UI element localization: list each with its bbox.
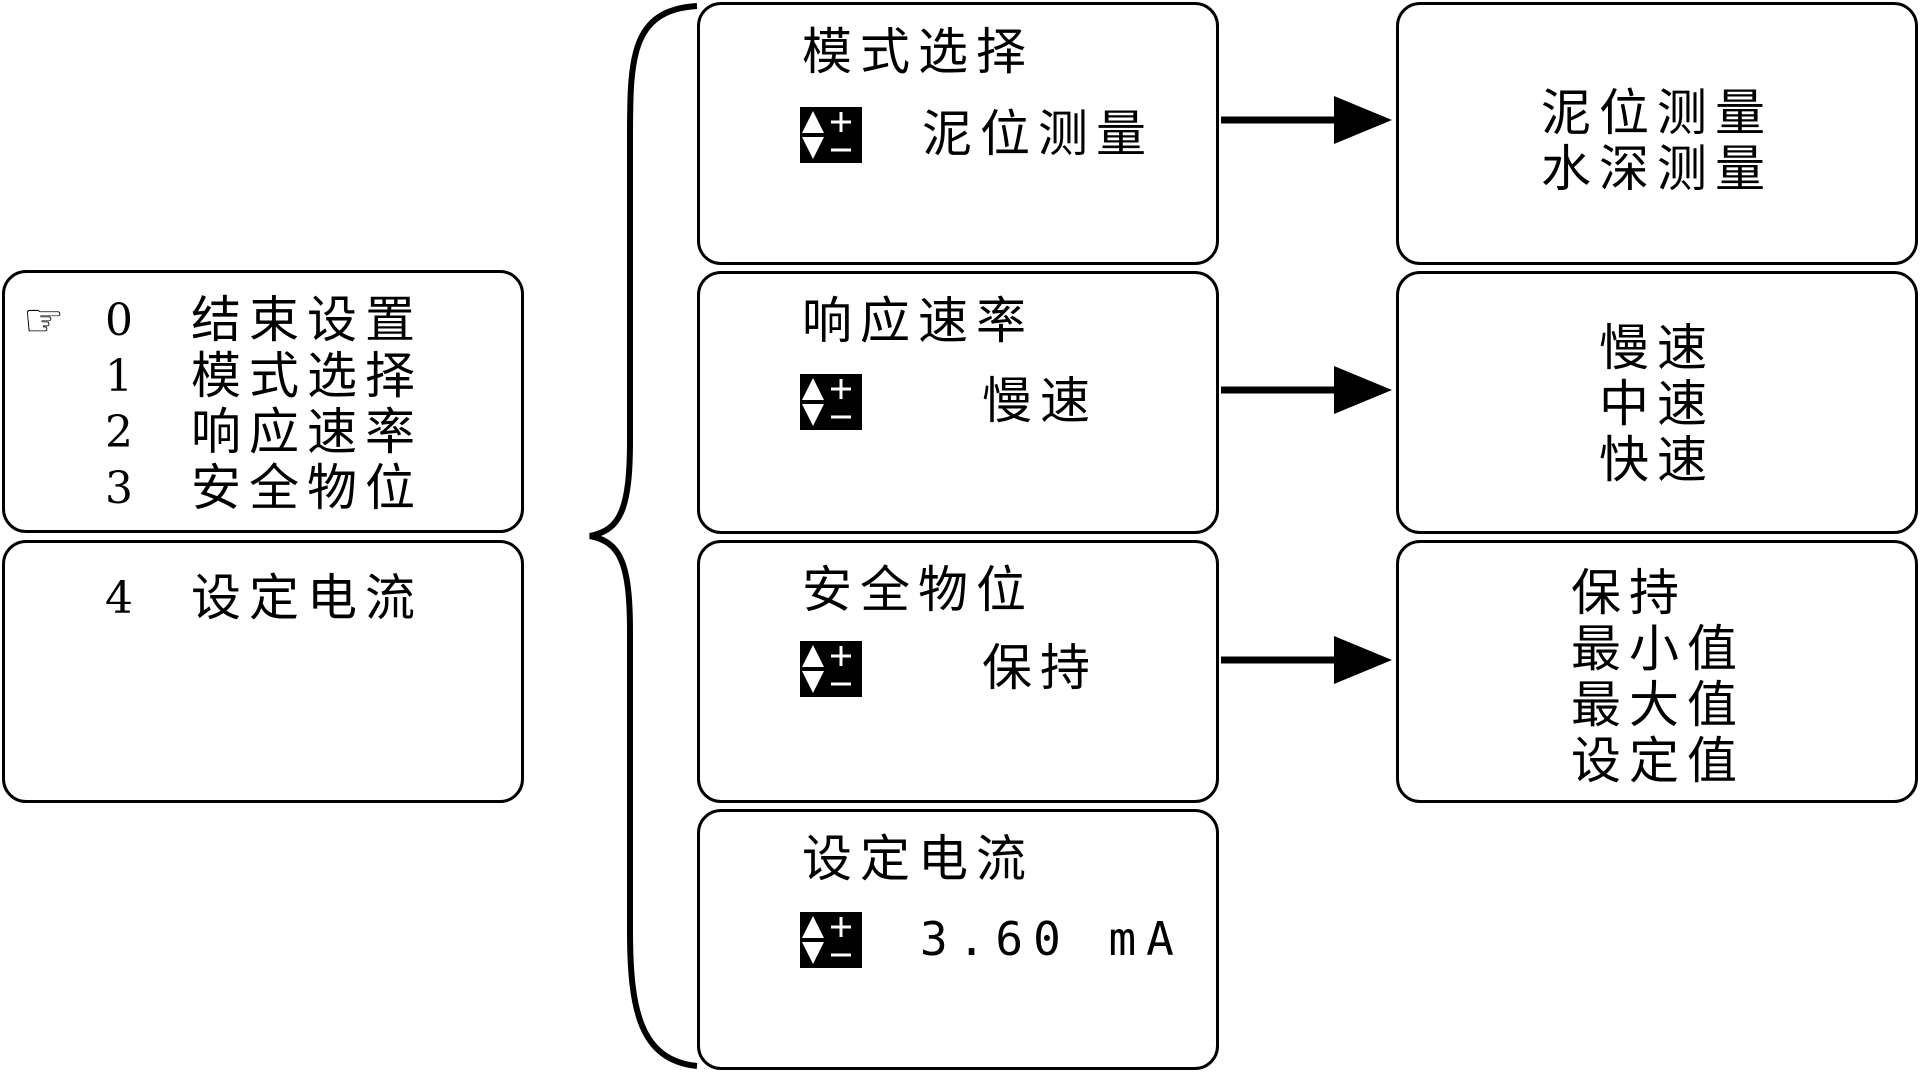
panel-title: 模式选择	[802, 23, 1034, 81]
option-item[interactable]: 设定值	[1571, 732, 1745, 790]
up-down-plus-minus-icon[interactable]	[800, 641, 862, 697]
option-item[interactable]: 最大值	[1571, 676, 1745, 734]
setting-panel-response: 响应速率 慢速	[697, 271, 1219, 534]
menu-item-end-setup[interactable]: 结束设置	[191, 291, 423, 349]
option-item[interactable]: 中速	[1599, 375, 1715, 433]
panel-value: 3.60 mA	[920, 912, 1184, 966]
menu-item-number: 1	[105, 351, 133, 402]
menu-item-response-rate[interactable]: 响应速率	[191, 403, 423, 461]
option-item[interactable]: 水深测量	[1541, 140, 1773, 198]
right-arrow-icon	[1221, 636, 1392, 684]
menu-item-safety-level[interactable]: 安全物位	[191, 459, 423, 517]
setting-panel-safety: 安全物位 保持	[697, 540, 1219, 803]
panel-title: 设定电流	[802, 830, 1034, 888]
menu-item-number: 2	[105, 407, 133, 458]
right-arrow-icon	[1221, 96, 1392, 144]
panel-value: 保持	[982, 639, 1098, 697]
right-arrow-icon	[1221, 366, 1392, 414]
option-item[interactable]: 慢速	[1599, 319, 1715, 377]
options-list: 泥位测量 水深测量	[1399, 85, 1915, 197]
panel-title: 响应速率	[802, 292, 1034, 350]
up-down-plus-minus-icon[interactable]	[800, 912, 862, 968]
menu-item-number: 3	[105, 463, 133, 514]
panel-value: 慢速	[982, 372, 1098, 430]
pointing-hand-icon: ☞	[23, 293, 65, 347]
option-item[interactable]: 保持	[1571, 564, 1687, 622]
option-item[interactable]: 最小值	[1571, 620, 1745, 678]
up-down-plus-minus-icon[interactable]	[800, 107, 862, 163]
menu-item-number: 4	[105, 573, 133, 624]
options-panel-safety: 保持 最小值 最大值 设定值	[1396, 540, 1918, 803]
options-panel-response: 慢速 中速 快速	[1396, 271, 1918, 534]
panel-value: 泥位测量	[922, 105, 1154, 163]
panel-title: 安全物位	[802, 561, 1034, 619]
options-panel-mode: 泥位测量 水深测量	[1396, 2, 1918, 265]
main-menu-page-1: ☞ 0 结束设置 1 模式选择 2 响应速率 3 安全物位	[2, 270, 524, 533]
up-down-plus-minus-icon[interactable]	[800, 374, 862, 430]
options-list: 慢速 中速 快速	[1399, 320, 1915, 488]
main-menu-page-2: 4 设定电流	[2, 540, 524, 803]
options-list: 保持 最小值 最大值 设定值	[1571, 565, 1745, 789]
option-item[interactable]: 泥位测量	[1541, 84, 1773, 142]
option-item[interactable]: 快速	[1599, 431, 1715, 489]
setting-panel-current: 设定电流 3.60 mA	[697, 809, 1219, 1070]
brace-icon	[589, 3, 698, 1069]
menu-item-mode-select[interactable]: 模式选择	[191, 347, 423, 405]
menu-item-number: 0	[105, 295, 133, 346]
setting-panel-mode: 模式选择 泥位测量	[697, 2, 1219, 265]
menu-item-set-current[interactable]: 设定电流	[191, 569, 423, 627]
